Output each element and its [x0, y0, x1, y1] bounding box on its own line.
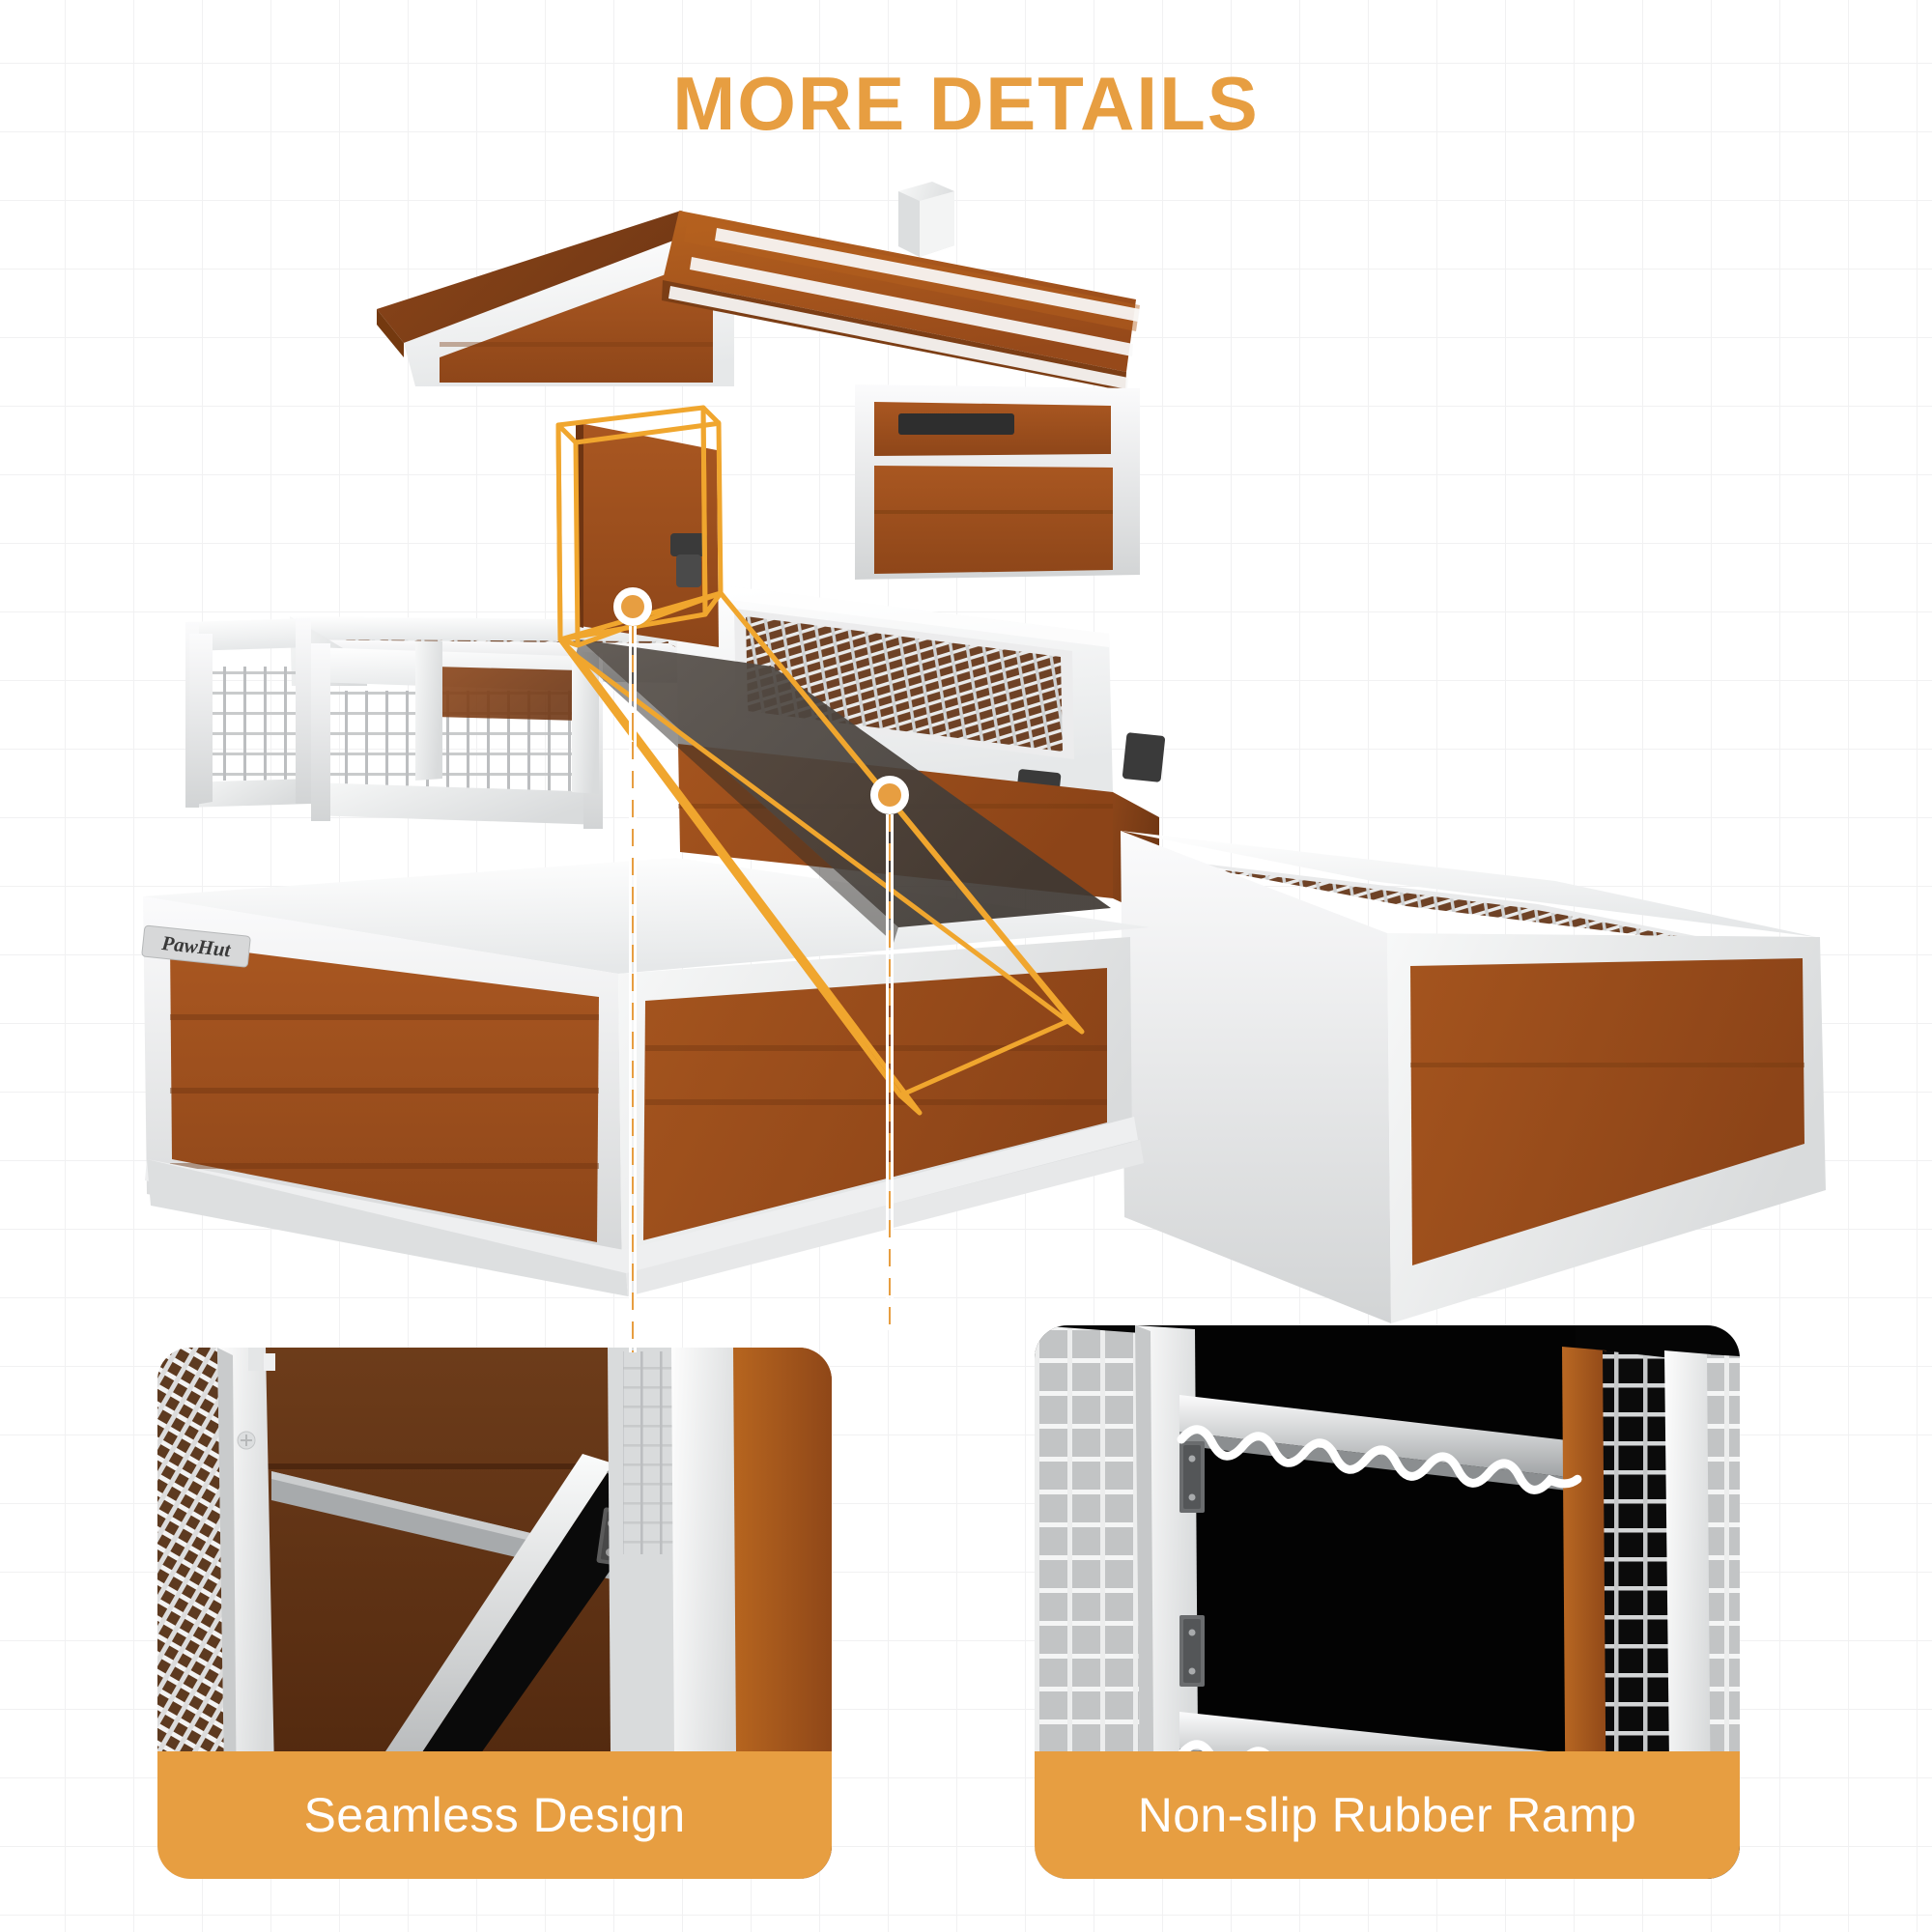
detail-caption-seamless-design: Seamless Design [157, 1751, 832, 1879]
detail-card-non-slip-rubber-ramp[interactable]: Non-slip Rubber Ramp [1035, 1325, 1740, 1879]
hero-product-image: PawHut [0, 164, 1932, 1333]
marker-seamless-design[interactable] [613, 587, 652, 626]
marker-rubber-ramp[interactable] [870, 776, 909, 814]
marker-dot [621, 595, 644, 618]
page-title: MORE DETAILS [672, 61, 1260, 146]
leader-line-rubber-ramp [886, 814, 894, 1330]
detail-caption-non-slip-rubber-ramp: Non-slip Rubber Ramp [1035, 1751, 1740, 1879]
leader-line-seamless-design [629, 626, 637, 1352]
marker-dot [878, 783, 901, 807]
detail-card-seamless-design[interactable]: Seamless Design [157, 1348, 832, 1879]
